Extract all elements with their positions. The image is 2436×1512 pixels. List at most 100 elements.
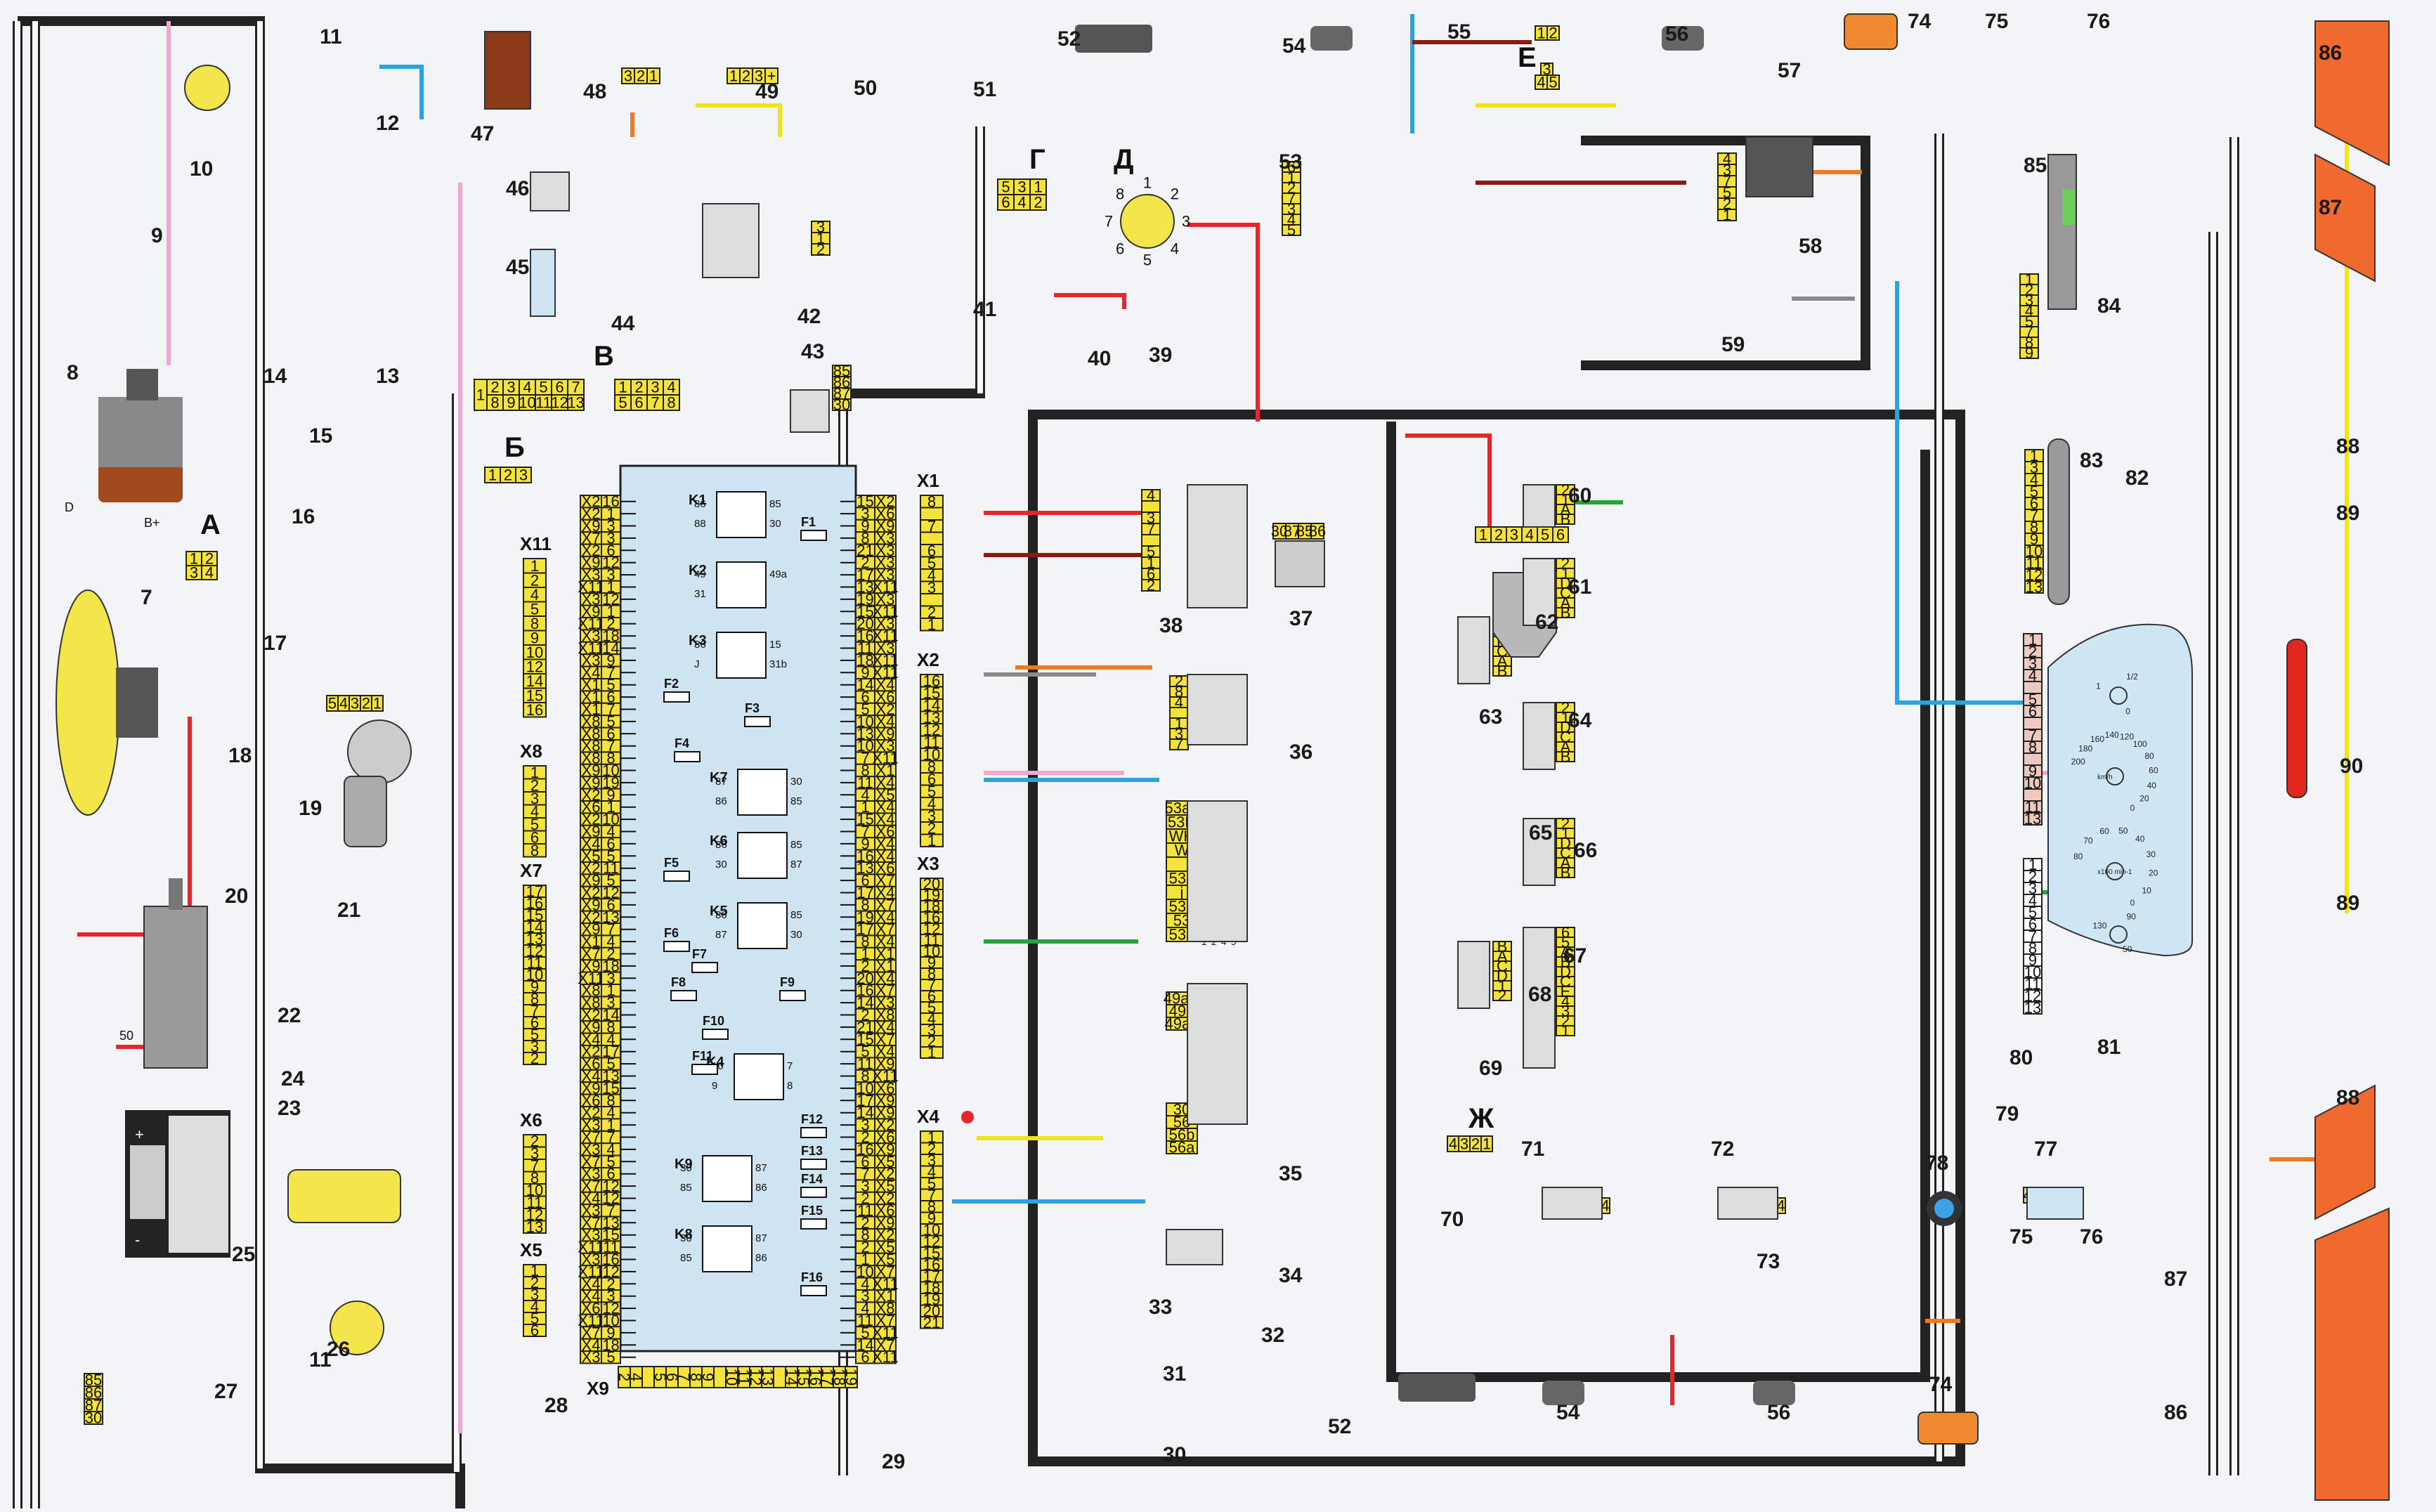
display-83 xyxy=(2047,438,2070,605)
connector-pin-label: 6 xyxy=(663,1373,681,1381)
connector-pin-label: 11 xyxy=(603,859,619,877)
washer-fluid-sensor-cap xyxy=(184,65,230,111)
component-number-49: 49 xyxy=(755,80,779,103)
component-number-31: 31 xyxy=(1163,1362,1186,1386)
connector-pin-label: 2 xyxy=(1723,195,1731,213)
connector-pin-label: 8 xyxy=(606,750,615,767)
fuse-label: F5 xyxy=(664,856,679,870)
connector-pin-label: 9 xyxy=(530,978,539,996)
connector-pin-label: 8 xyxy=(667,394,675,412)
connector-pin-label: 1 xyxy=(530,557,539,575)
component-number-76: 76 xyxy=(2087,10,2110,33)
component-number-50: 50 xyxy=(854,77,877,100)
connector-pin-label: 4 xyxy=(1147,487,1155,504)
connector-pin-label: B xyxy=(1561,511,1571,528)
component-number-39: 39 xyxy=(1149,344,1172,367)
connector-pin-label: 4 xyxy=(1723,150,1731,168)
connector-pin-label: 7 xyxy=(861,1165,869,1182)
fuse-f13 xyxy=(800,1159,827,1170)
relay-k3 xyxy=(716,632,767,679)
component-number-43: 43 xyxy=(801,340,824,363)
connector-pin-label: 1 xyxy=(530,764,539,781)
relay-label: K3 xyxy=(689,633,707,649)
relay-pin-label: 30 xyxy=(680,1162,692,1174)
connector-e-pin xyxy=(1546,74,1560,90)
connector-pin-label: 2 xyxy=(490,379,499,396)
component-number-27: 27 xyxy=(214,1380,237,1403)
component-number-84: 84 xyxy=(2097,294,2121,318)
lamp-45 xyxy=(530,249,556,317)
connector-pin-label: 2 xyxy=(861,1006,869,1024)
fuse-label: F14 xyxy=(801,1172,823,1186)
connector-pin-label: 8 xyxy=(687,1373,705,1381)
connector-pin-label: 7 xyxy=(1147,521,1155,538)
component-number-57: 57 xyxy=(1778,59,1801,82)
connector-pin-label: 3 xyxy=(755,67,763,85)
connector-pin-label: 2 xyxy=(927,1033,936,1050)
component-number-58: 58 xyxy=(1799,235,1822,258)
connector-pin-label: 5 xyxy=(530,1026,539,1043)
window-switch-72 xyxy=(1717,1187,1778,1220)
connector-pin-label: 6 xyxy=(606,896,615,913)
connector-x7-label: X7 xyxy=(520,860,542,881)
connector-pin-label: 5 xyxy=(606,872,615,889)
connector-pin-label: 6 xyxy=(606,835,615,852)
connector-pin-label: 3 xyxy=(927,1022,936,1039)
component-number-74: 74 xyxy=(1929,1373,1953,1396)
connector-pin-label: 4 xyxy=(2028,892,2037,909)
window-switch-71 xyxy=(1542,1187,1603,1220)
connector-pin-label: 3 xyxy=(861,505,869,523)
fuel-gauge-tick-label: 0 xyxy=(2125,707,2130,717)
connector-letter-b: Б xyxy=(504,432,525,463)
connector-pin-label: 13 xyxy=(2024,999,2041,1017)
connector-pin-label: 7 xyxy=(606,700,615,718)
connector-d-pin-label: 1 xyxy=(1143,174,1152,192)
connector-pin-label: 4 xyxy=(606,933,615,951)
connector-pin-label: 7 xyxy=(606,1128,615,1146)
connector-pin-label: 4 xyxy=(339,695,348,712)
fuel-gauge-tick-label: 1/2 xyxy=(2126,672,2138,682)
connector-pin-label: 2 xyxy=(1147,577,1155,594)
connector-pin-label: 7 xyxy=(2025,323,2033,341)
connector-pin-label: 5 xyxy=(1287,221,1296,239)
component-number-73: 73 xyxy=(1757,1250,1780,1273)
connector-pin-label: 1 xyxy=(1561,1022,1570,1040)
connector-pin-label: 4 xyxy=(667,379,675,396)
connector-pin-label: 1 xyxy=(861,945,869,963)
switch-box xyxy=(1523,558,1556,626)
connector-pin-label: 5 xyxy=(2025,313,2033,330)
connector-pin-label: 1 xyxy=(927,1128,936,1146)
light-switch-body xyxy=(1187,983,1248,1125)
relay-pin-label: 49a xyxy=(769,568,788,580)
connector-pin-label: 2 xyxy=(362,695,370,712)
switch-49-pin xyxy=(764,67,779,84)
connector-pin-label: 6 xyxy=(927,770,936,788)
connector-pin-label: 5 xyxy=(606,1348,615,1366)
connector-pin-label: 12 xyxy=(551,394,568,412)
switch-27-pin xyxy=(84,1411,103,1425)
component-number-69: 69 xyxy=(1479,1057,1502,1080)
switch-44-pin xyxy=(811,243,831,256)
connector-pin-label: X3 xyxy=(582,1348,601,1366)
speedometer-tick-label: 180 xyxy=(2078,743,2092,753)
connector-pin-label: B xyxy=(1561,748,1571,766)
connector-pin-label: 5 xyxy=(1001,178,1010,196)
connector-pin-label: 8 xyxy=(861,933,869,951)
component-number-75: 75 xyxy=(2010,1225,2033,1249)
fuse-f14 xyxy=(800,1187,827,1198)
connector-pin-label: 5 xyxy=(927,554,936,572)
component-number-66: 66 xyxy=(1574,839,1597,862)
connector-pin-label: 7 xyxy=(1723,173,1731,190)
window-motor-bottom xyxy=(1398,1374,1476,1402)
connector-letter-v: В xyxy=(594,341,614,372)
component-number-86: 86 xyxy=(2319,41,2342,65)
connector-pin-label: 1 xyxy=(861,798,869,816)
connector-pin-label: 6 xyxy=(2030,495,2038,512)
component-number-83: 83 xyxy=(2080,449,2103,472)
connector-pin-label: 8 xyxy=(861,1067,869,1085)
connector-pin-label: 1 xyxy=(2025,271,2033,288)
connector-d-pin-label: 5 xyxy=(1143,252,1152,269)
connector-pin-label: 9 xyxy=(699,1373,717,1381)
